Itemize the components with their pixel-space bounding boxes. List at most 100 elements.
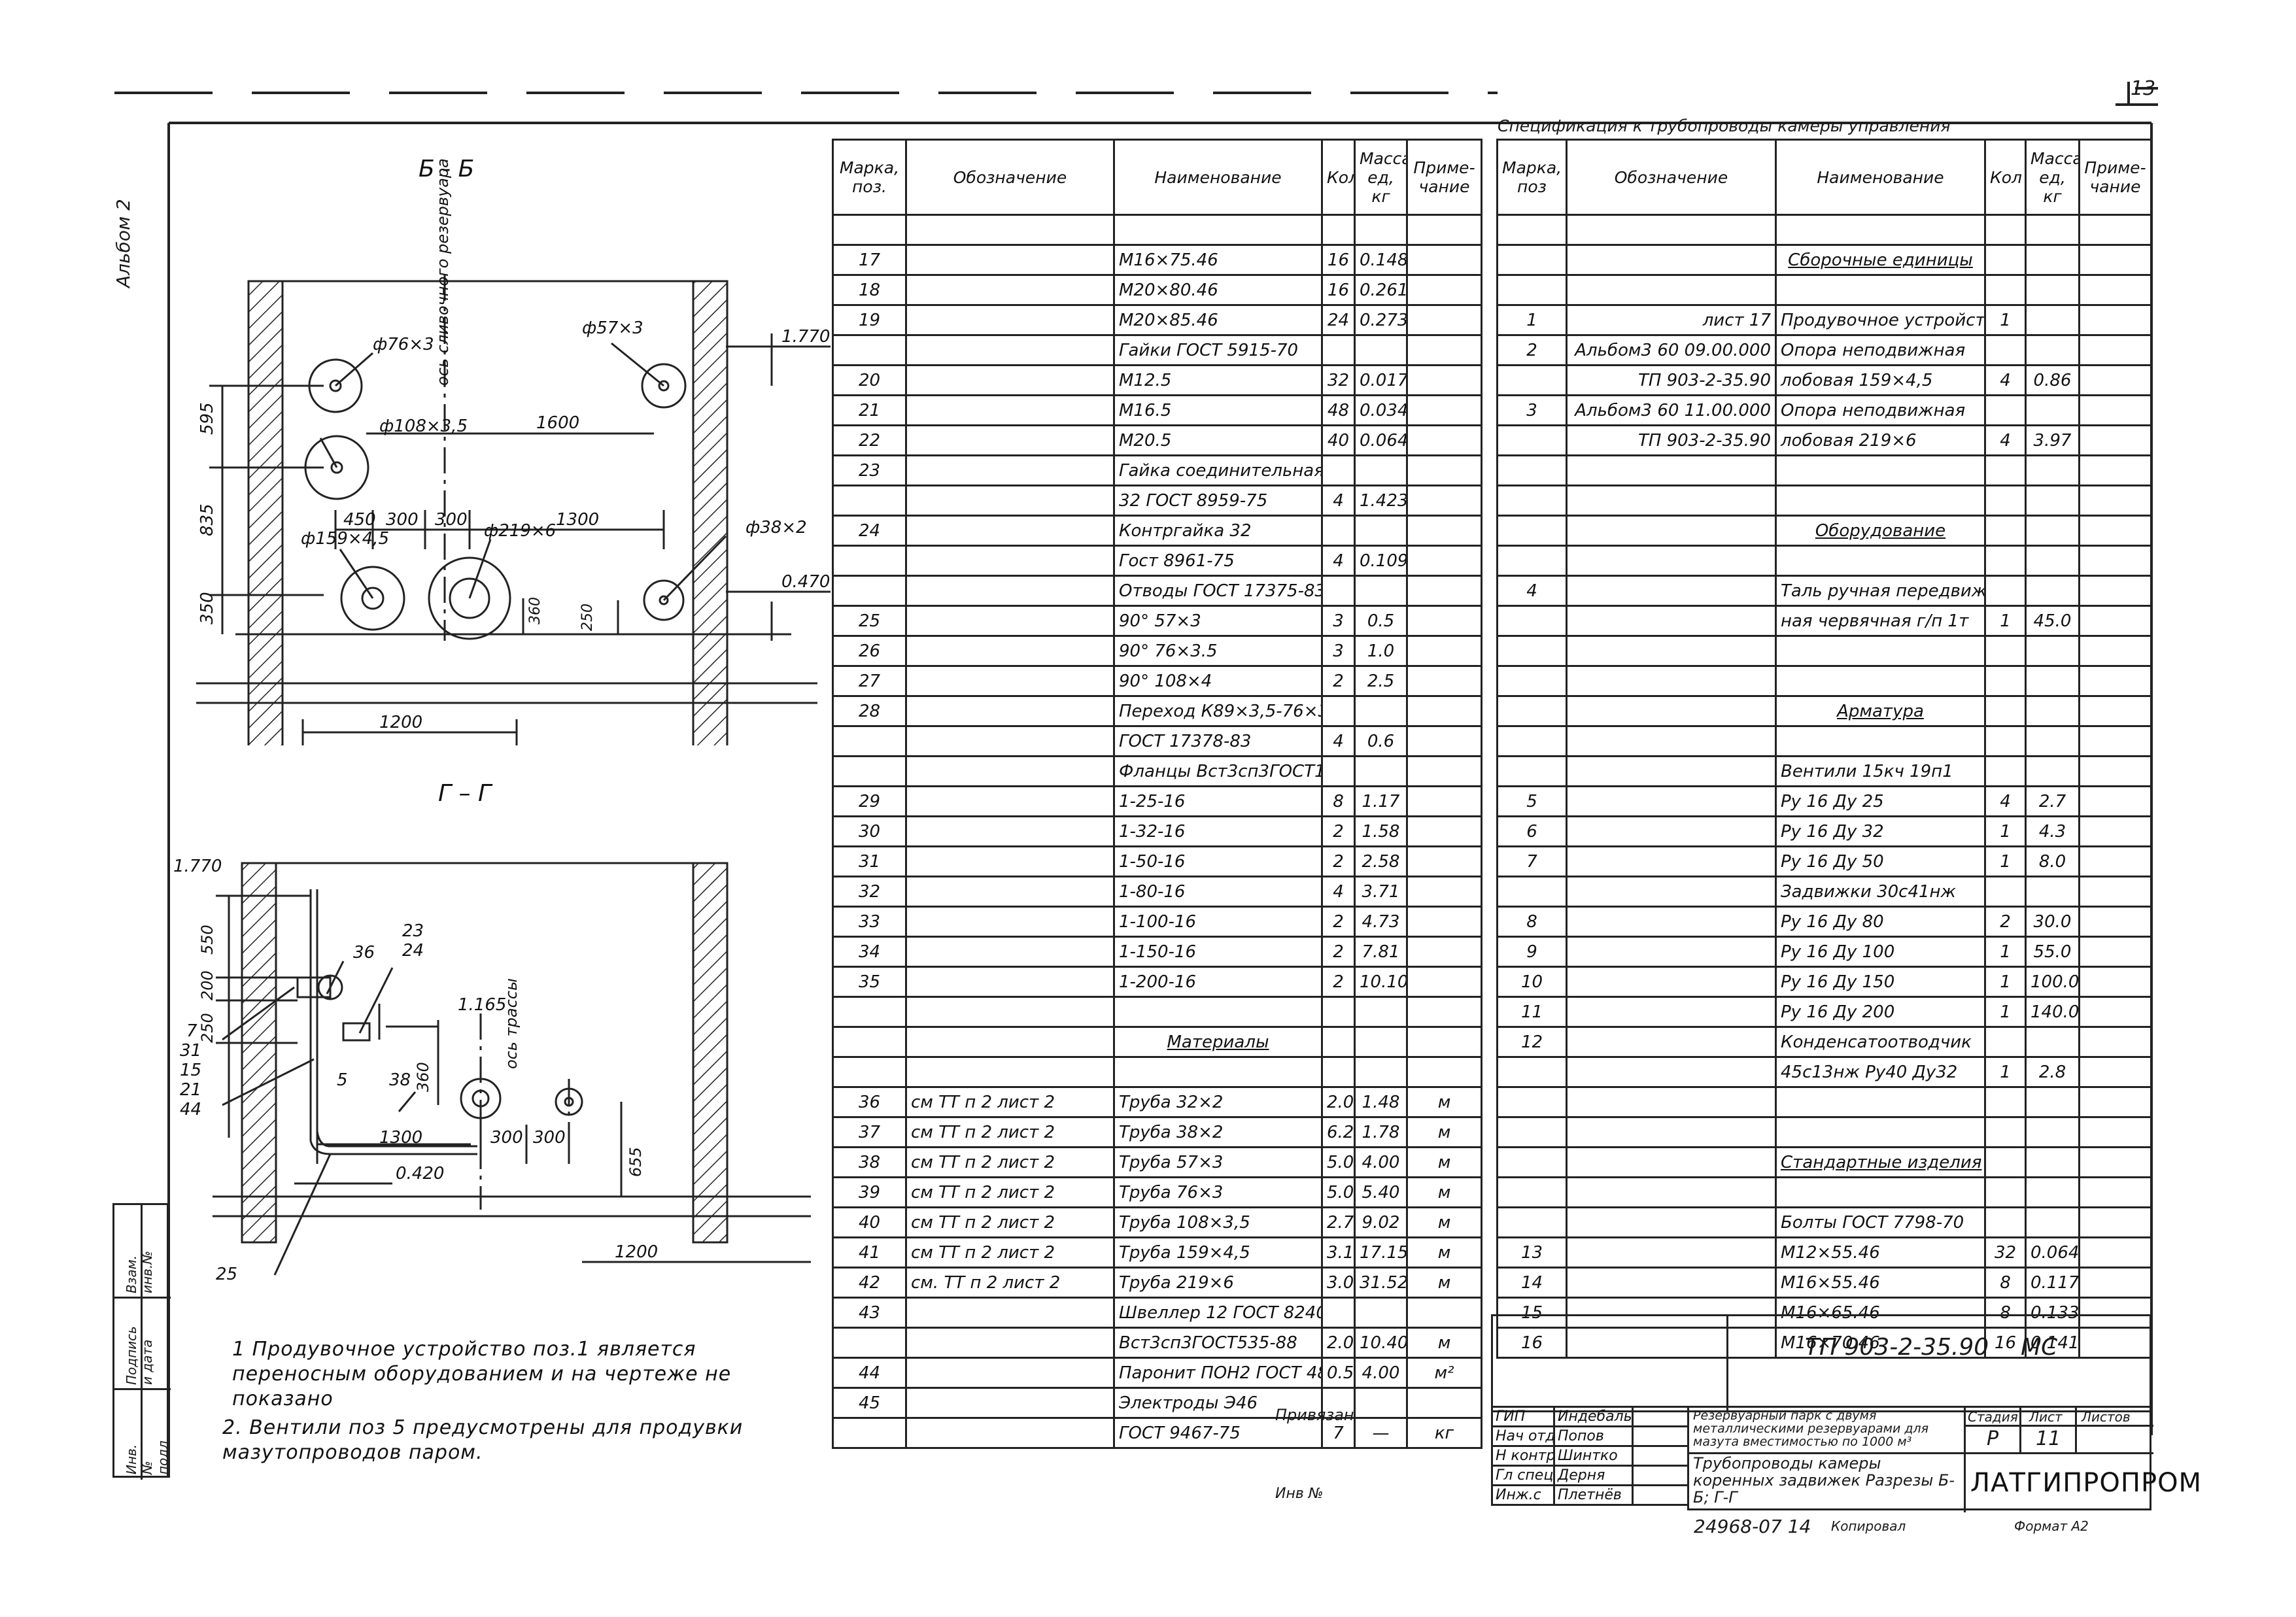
spec_right-cell [2025, 755, 2080, 787]
gg-pos-5: 5 [337, 1070, 348, 1090]
spec_right-cell [1566, 244, 1777, 276]
spec_left-cell: 16 [1321, 244, 1356, 276]
gg-el-1770: 1.770 [173, 857, 222, 876]
spec_right-cell [2078, 635, 2152, 667]
spec_right-cell: 1 [1984, 1056, 2027, 1088]
spec_right-cell [2025, 304, 2080, 336]
spec_right-cell: 4 [1984, 785, 2027, 817]
gg-pos-7: 7 [186, 1021, 197, 1041]
spec_left-cell [1406, 454, 1482, 486]
spec_right-cell [1984, 394, 2027, 426]
spec_right-cell: 1 [1984, 996, 2027, 1028]
spec_right-cell [1496, 244, 1568, 276]
spec_left-cell [1354, 454, 1408, 486]
spec_left-cell: 3 [1321, 635, 1356, 667]
spec_right-cell [1984, 1176, 2027, 1208]
spec_right-cell [1566, 996, 1777, 1028]
spec_right-cell [2078, 785, 2152, 817]
spec_left-cell [1406, 605, 1482, 637]
spec_left-cell: м [1406, 1267, 1482, 1299]
spec_left-cell [905, 1357, 1115, 1389]
bb-label-d76: ф76×3 [373, 335, 434, 354]
spec_left-cell [1321, 1387, 1356, 1419]
spec_right-cell [2025, 1146, 2080, 1178]
spec_left-cell: м [1406, 1146, 1482, 1178]
spec_left-cell: 48 [1321, 394, 1356, 426]
spec_left-cell [905, 635, 1115, 667]
strip-inv-podl: Инв.№ подл [124, 1440, 171, 1474]
spec_left-cell [1354, 1056, 1408, 1088]
spec_left-cell [905, 996, 1115, 1028]
spec_left-cell: 10.40 [1354, 1327, 1408, 1359]
spec_right-cell: 140.0 [2025, 996, 2080, 1028]
spec_left-cell: 5.40 [1354, 1176, 1408, 1208]
spec_left-cell: см ТТ п 2 лист 2 [905, 1116, 1115, 1148]
table-row [1496, 1086, 2152, 1118]
spec_right-cell [1984, 1116, 2027, 1148]
spec_right-cell [1496, 364, 1568, 396]
gg-pos-21: 21 [180, 1080, 201, 1100]
spec_left-cell [1354, 334, 1408, 366]
spec_left-cell: Швеллер 12 ГОСТ 8240-89 [1113, 1297, 1323, 1329]
spec_left-cell: 41 [832, 1236, 907, 1268]
spec_left-cell: Труба 159×4,5 [1113, 1236, 1323, 1268]
spec_left-cell [832, 725, 907, 757]
spec_right-cell [1566, 966, 1777, 998]
spec_left-cell [1406, 725, 1482, 757]
spec_left-cell [905, 695, 1115, 727]
spec_right-cell [1566, 485, 1777, 517]
spec_left-cell [905, 424, 1115, 456]
spec_left-cell: 30 [832, 815, 907, 847]
staff-cell: Гл спец [1491, 1465, 1555, 1486]
table-row [1496, 725, 2152, 757]
spec_right-header-2: Наименование [1775, 139, 1986, 216]
bb-dim-1300: 1300 [556, 510, 599, 530]
spec_right-cell: Ру 16 Ду 80 [1775, 906, 1986, 938]
spec_right-cell: Ру 16 Ду 32 [1775, 815, 1986, 847]
spec_left-cell [905, 394, 1115, 426]
spec_right-cell [2078, 334, 2152, 366]
spec_left-cell [905, 304, 1115, 336]
spec_right-cell [2025, 394, 2080, 426]
bb-label-d108: ф108×3,5 [379, 417, 468, 436]
spec_right-cell: Опора неподвижная [1775, 334, 1986, 366]
spec_right-cell [2078, 274, 2152, 306]
spec_left-cell: 3 [1321, 605, 1356, 637]
spec_left-cell: 3.1 [1321, 1236, 1356, 1268]
spec_right-header-4: Масса ед, кг [2025, 139, 2080, 216]
spec_left-cell [1406, 1026, 1482, 1058]
spec_left-cell: 1.48 [1354, 1086, 1408, 1118]
spec_right-cell [1775, 1116, 1986, 1148]
spec_left-cell: м [1406, 1086, 1482, 1118]
spec_right-cell [1566, 936, 1777, 968]
spec_left-cell [832, 996, 907, 1028]
spec_right-cell [1566, 454, 1777, 486]
staff-cell: Попов [1553, 1425, 1634, 1447]
spec_left-header-2: Наименование [1113, 139, 1323, 216]
spec_right-cell: 1 [1984, 845, 2027, 877]
spec_right-cell [2078, 815, 2152, 847]
spec_left-cell: 90° 108×4 [1113, 665, 1323, 697]
staff-row: ГИПИндебальский [1491, 1406, 1689, 1427]
spec_left-cell: 0.5 [1321, 1357, 1356, 1389]
spec_right-cell [1984, 1206, 2027, 1238]
spec_right-cell: 1 [1496, 304, 1568, 336]
spec_right-cell: 4 [1984, 364, 2027, 396]
staff-cell: Плетнёв [1553, 1484, 1634, 1506]
spec_left-cell: 2 [1321, 665, 1356, 697]
spec_right-cell [1566, 1176, 1777, 1208]
spec_right-cell [2025, 274, 2080, 306]
spec_left-cell: 22 [832, 424, 907, 456]
spec_left-cell [1406, 274, 1482, 306]
spec_right-cell: 15 [1496, 1297, 1568, 1329]
spec_left-cell [1354, 515, 1408, 547]
